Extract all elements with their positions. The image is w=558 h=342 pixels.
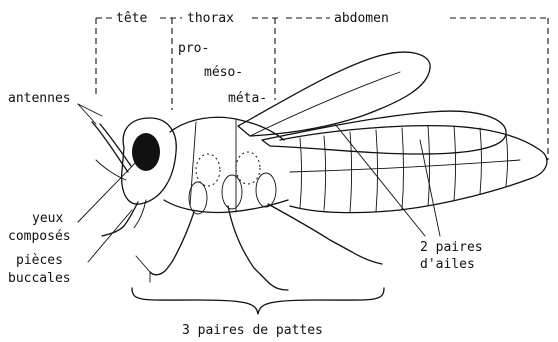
region-label-thorax: thorax — [187, 11, 234, 26]
hindwing — [262, 111, 506, 154]
label-compound-eyes-line2: composés — [8, 229, 71, 244]
label-mouthparts-line2: buccales — [8, 271, 71, 286]
label-wings-line1: 2 paires — [420, 240, 483, 255]
label-mouthparts-line1: pièces — [16, 253, 63, 268]
thorax-segment-meta: méta- — [228, 91, 267, 106]
region-label-head: tête — [116, 11, 147, 26]
front-leg — [150, 212, 194, 275]
antenna-2 — [100, 124, 131, 166]
label-wings-line2: d'ailes — [420, 257, 475, 272]
middle-leg — [228, 206, 288, 290]
leader-lines — [78, 104, 440, 262]
label-compound-eyes-line1: yeux — [32, 211, 63, 226]
legs-brace — [132, 288, 384, 314]
thorax-segment-pro: pro- — [178, 41, 209, 56]
region-brackets — [96, 18, 548, 160]
label-legs: 3 paires de pattes — [182, 323, 323, 338]
compound-eye — [132, 133, 160, 171]
thorax-segment-meso: méso- — [204, 65, 243, 80]
mouthparts — [102, 202, 138, 236]
thorax-top — [170, 117, 284, 140]
label-antennae: antennes — [8, 91, 71, 106]
region-label-abdomen: abdomen — [334, 11, 389, 26]
